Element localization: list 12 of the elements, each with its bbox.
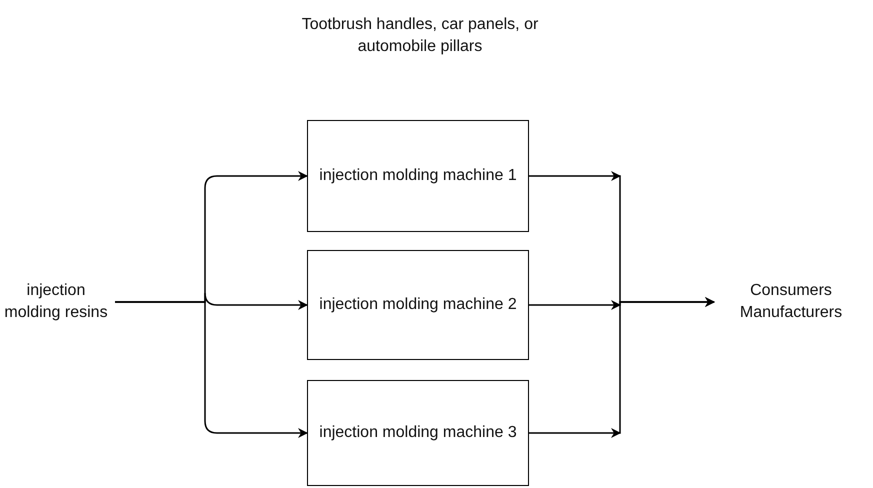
node-label: injection molding machine 2 (319, 295, 517, 315)
node-label: injection molding machine 1 (319, 166, 517, 186)
process-box (307, 120, 529, 232)
node-label: injection molding resins (3, 281, 109, 323)
process-box (307, 250, 529, 360)
arrow (529, 297, 715, 438)
arrow (115, 301, 308, 438)
node-label: injection molding machine 3 (319, 423, 517, 443)
title: Tootbrush handles, car panels, or automobile pillars (300, 15, 540, 57)
node-label: Manufacturers (740, 303, 842, 323)
node-label: Consumers (750, 281, 832, 301)
process-box (307, 380, 529, 486)
